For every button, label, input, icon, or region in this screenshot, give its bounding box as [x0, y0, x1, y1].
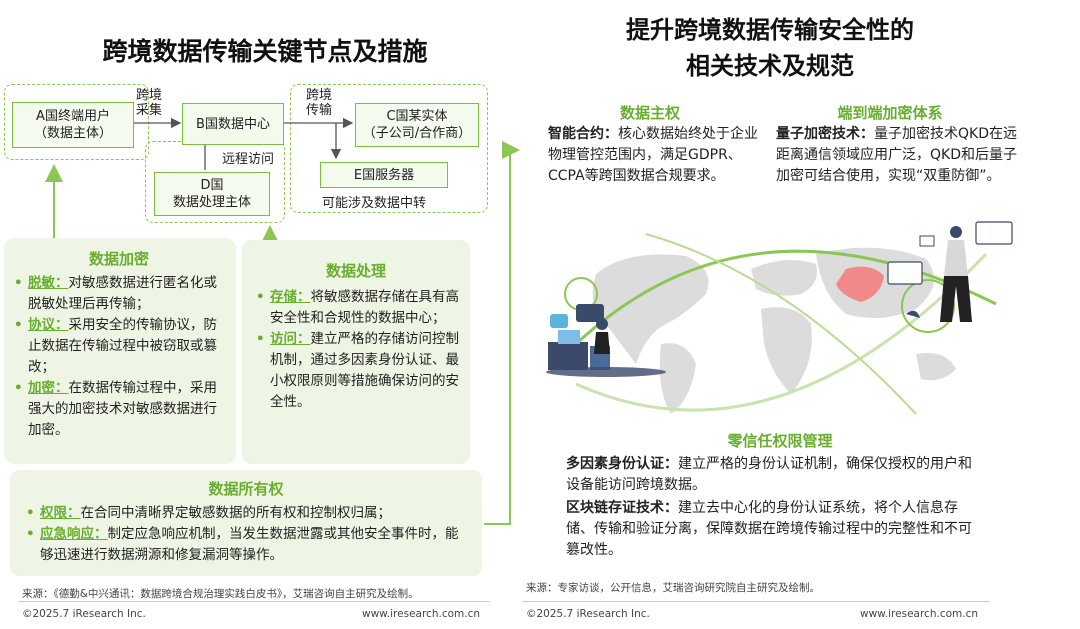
right-website: www.iresearch.com.cn: [860, 608, 979, 620]
right-title: 提升跨境数据传输安全性的 相关技术及规范: [560, 12, 980, 84]
panel-encryption-title: 数据加密: [88, 250, 149, 268]
right-source: 来源：专家访谈，公开信息，艾瑞咨询研究院自主研究及绘制。: [526, 582, 820, 594]
processing-item-2: 访问：建立严格的存储访问控制机制，通过多因素身份认证、最小权限原则等措施确保访问…: [252, 329, 460, 413]
node-c-entity: C国某实体 （子公司/合作商）: [355, 103, 479, 147]
right-divider: [522, 601, 990, 602]
panel-processing: 数据处理 存储：将敏感数据存储在具有高安全性和合规性的数据中心； 访问：建立严格…: [242, 240, 470, 464]
node-c-line2: （子公司/合作商）: [362, 126, 472, 141]
world-map-illustration: [546, 221, 1013, 415]
sovereignty-text: 智能合约：核心数据始终处于企业物理管控范围内，满足GDPR、CCPA等跨国数据合…: [548, 126, 758, 184]
left-website: www.iresearch.com.cn: [362, 608, 481, 620]
sovereignty-title: 数据主权: [619, 104, 680, 122]
encryption-item-3: 加密：在数据传输过程中，采用强大的加密技术对敏感数据进行加密。: [10, 378, 228, 441]
bridge-connector: [484, 141, 520, 525]
node-b-data-center: B国数据中心: [182, 103, 284, 145]
panel-ownership: 数据所有权 权限：在合同中清晰界定敏感数据的所有权和控制权归属； 应急响应：制定…: [10, 470, 482, 576]
ownership-item-1: 权限：在合同中清晰界定敏感数据的所有权和控制权归属；: [22, 503, 470, 524]
globe-arc-2: [575, 252, 988, 412]
node-d-line2: 数据处理主体: [172, 195, 251, 210]
node-c-line1: C国某实体: [386, 109, 448, 124]
node-a-line2: （数据主体）: [33, 126, 112, 141]
encryption-item-1: 脱敏：对敏感数据进行匿名化或脱敏处理后再传输；: [10, 273, 228, 315]
right-title-line2: 相关技术及规范: [686, 52, 854, 80]
group-ce: [290, 84, 488, 213]
panel-encryption: 数据加密 脱敏：对敏感数据进行匿名化或脱敏处理后再传输； 协议：采用安全的传输协…: [4, 238, 236, 464]
edge-label-bc: 跨境 传输: [306, 88, 333, 118]
flow-connectors: [45, 117, 354, 243]
globe-arc-1: [554, 249, 997, 366]
zerotrust-title: 零信任权限管理: [727, 432, 833, 450]
ownership-item-2: 应急响应：制定应急响应机制，当发生数据泄露或其他安全事件时，能够迅速进行数据溯源…: [22, 524, 470, 566]
right-title-line1: 提升跨境数据传输安全性的: [626, 16, 914, 44]
processing-item-1: 存储：将敏感数据存储在具有高安全性和合规性的数据中心；: [252, 287, 460, 329]
node-b-label: B国数据中心: [196, 116, 270, 132]
zerotrust-item-1: 多因素身份认证：建立严格的身份认证机制，确保仅授权的用户和设备能访问跨境数据。: [566, 456, 972, 493]
edge-label-transit: 可能涉及数据中转: [322, 196, 427, 211]
left-title: 跨境数据传输关键节点及措施: [102, 37, 428, 66]
node-d-processor: D国 数据处理主体: [154, 172, 270, 216]
node-a-line1: A国终端用户: [36, 109, 110, 124]
left-divider: [18, 601, 490, 602]
right-copyright: ©2025.7 iResearch Inc.: [526, 608, 650, 620]
left-copyright: ©2025.7 iResearch Inc.: [22, 608, 146, 620]
edge-label-ab: 跨境 采集: [136, 88, 163, 118]
encryption-item-2: 协议：采用安全的传输协议，防止数据在传输过程中被窃取或篡改；: [10, 315, 228, 378]
node-e-label: E国服务器: [353, 167, 415, 183]
node-d-line1: D国: [200, 178, 224, 193]
left-source: 来源：《德勤&中兴通讯：数据跨境合规治理实践白皮书》，艾瑞咨询自主研究及绘制。: [22, 588, 419, 600]
panel-ownership-title: 数据所有权: [208, 480, 284, 498]
zerotrust-item-2: 区块链存证技术：建立去中心化的身份认证系统，将个人信息存储、传输和验证分离，保障…: [566, 500, 972, 558]
group-a: [4, 84, 149, 160]
node-e-server: E国服务器: [320, 162, 448, 188]
panel-processing-title: 数据处理: [325, 262, 386, 280]
node-a-end-user: A国终端用户 （数据主体）: [12, 102, 134, 148]
e2e-text: 量子加密技术：量子加密技术QKD在远距离通信领域应用广泛，QKD和后量子加密可结…: [776, 126, 1017, 184]
e2e-title: 端到端加密体系: [837, 104, 943, 122]
edge-label-remote: 远程访问: [222, 152, 275, 167]
